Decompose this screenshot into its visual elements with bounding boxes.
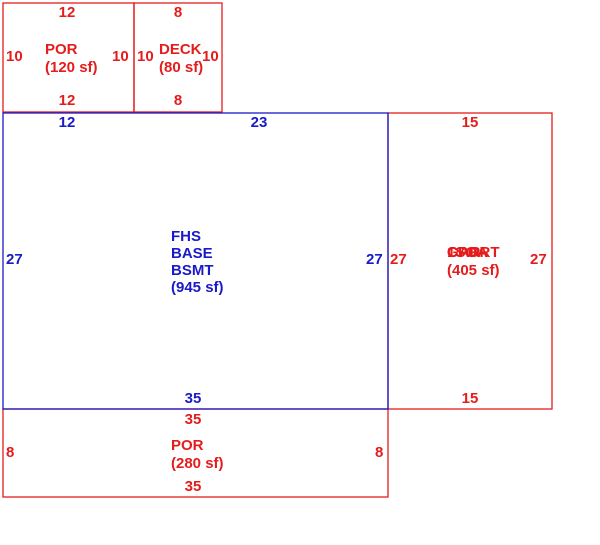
garage-name-gar: GAR <box>447 244 481 261</box>
main-house-area: 12 23 35 27 27 FHS BASE BSMT (945 sf) <box>2 112 389 410</box>
porch-bottom-name: POR <box>171 437 204 454</box>
porch-top-name: POR <box>45 41 78 58</box>
main-top-right-dimension: 23 <box>251 114 268 131</box>
deck-name: DECK <box>159 41 202 58</box>
deck-top-dimension: 8 <box>174 4 182 21</box>
garage-top-dimension: 15 <box>462 114 479 131</box>
porch-top-left-dimension: 10 <box>6 48 23 65</box>
porch-top-right-dimension: 10 <box>112 48 129 65</box>
garage-area: 15 15 27 27 GAR 1SOA CPORT (405 sf) <box>387 112 553 410</box>
deck-left-dimension: 10 <box>137 48 154 65</box>
porch-top-area: 12 12 10 10 POR (120 sf) <box>2 2 135 113</box>
porch-top-area-value: (120 sf) <box>45 59 98 76</box>
porch-bottom-area: 35 35 8 8 POR (280 sf) <box>2 408 389 498</box>
main-label-line-1: FHS <box>171 228 201 245</box>
main-right-dimension: 27 <box>366 251 383 268</box>
garage-area-value: (405 sf) <box>447 262 500 279</box>
main-left-dimension: 27 <box>6 251 23 268</box>
garage-bottom-dimension: 15 <box>462 390 479 407</box>
main-area-value: (945 sf) <box>171 279 224 296</box>
porch-top-bottom-dimension: 12 <box>59 92 76 109</box>
garage-outline <box>387 112 553 410</box>
porch-bottom-right-dimension: 8 <box>375 444 383 461</box>
garage-left-dimension: 27 <box>390 251 407 268</box>
main-top-left-dimension: 12 <box>59 114 76 131</box>
porch-bottom-left-dimension: 8 <box>6 444 14 461</box>
deck-outline <box>133 2 223 113</box>
main-house-outline <box>2 112 389 410</box>
deck-right-dimension: 10 <box>202 48 219 65</box>
main-label-line-3: BSMT <box>171 262 214 279</box>
main-label-line-2: BASE <box>171 245 213 262</box>
deck-area-value: (80 sf) <box>159 59 203 76</box>
main-bottom-dimension: 35 <box>185 390 202 407</box>
deck-area: 8 8 10 10 DECK (80 sf) <box>133 2 223 113</box>
deck-bottom-dimension: 8 <box>174 92 182 109</box>
garage-name-cport: CPORT <box>447 244 500 261</box>
garage-right-dimension: 27 <box>530 251 547 268</box>
porch-bottom-area-value: (280 sf) <box>171 455 224 472</box>
garage-name-1soa: 1SOA <box>447 244 488 261</box>
porch-top-top-dimension: 12 <box>59 4 76 21</box>
porch-bottom-top-dimension: 35 <box>185 411 202 428</box>
porch-bottom-bottom-dimension: 35 <box>185 478 202 495</box>
